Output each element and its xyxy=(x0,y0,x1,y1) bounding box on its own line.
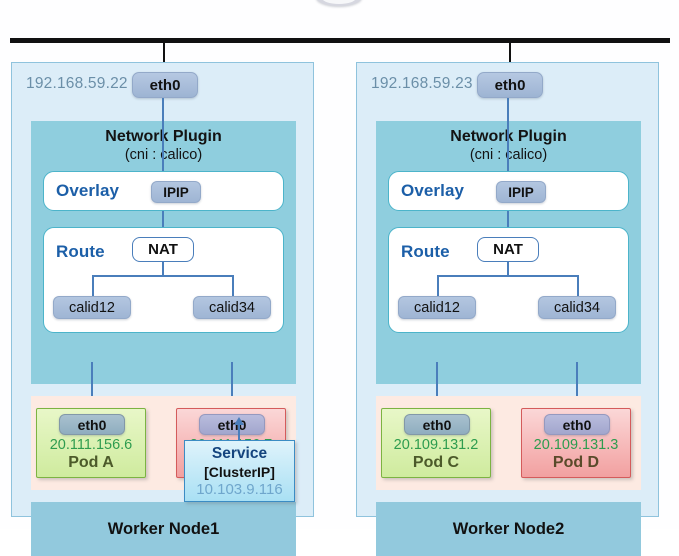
wire-nat-split xyxy=(437,275,579,277)
worker-node-1[interactable]: 192.168.59.22 eth0 Network Plugin (cni :… xyxy=(11,62,314,556)
diagram-canvas: 192.168.59.22 eth0 Network Plugin (cni :… xyxy=(10,0,670,556)
node-eth0-chip[interactable]: eth0 xyxy=(132,72,198,98)
worker-node-footer: Worker Node1 xyxy=(31,502,296,556)
service-ip: 10.103.9.116 xyxy=(196,481,283,498)
pod-ip: 20.109.131.2 xyxy=(393,437,479,453)
uplink-line-node1 xyxy=(163,42,165,72)
nat-chip[interactable]: NAT xyxy=(477,237,539,262)
wire-to-calid34 xyxy=(232,275,234,296)
wire-nat-stem xyxy=(162,262,164,276)
pod-eth0-chip[interactable]: eth0 xyxy=(199,414,265,435)
node-host-ip: 192.168.59.23 xyxy=(371,75,473,92)
route-box[interactable]: Route NAT calid12 calid34 xyxy=(43,227,284,333)
node-eth0-chip[interactable]: eth0 xyxy=(477,72,543,98)
wire-nat-stem xyxy=(507,262,509,276)
wire-eth0-to-overlay xyxy=(162,98,164,171)
wire-overlay-to-nat xyxy=(507,211,509,232)
network-backbone-bus xyxy=(10,38,670,43)
uplink-line-node2 xyxy=(509,42,511,72)
pod-c[interactable]: eth0 20.109.131.2 Pod C xyxy=(381,408,491,478)
route-box[interactable]: Route NAT calid12 calid34 xyxy=(388,227,629,333)
pod-ip: 20.111.156.6 xyxy=(49,437,133,453)
service-title: Service xyxy=(211,445,268,462)
service-type: [ClusterIP] xyxy=(204,464,275,480)
wire-to-calid12 xyxy=(437,275,439,296)
pod-ip: 20.109.131.3 xyxy=(533,437,619,453)
calid12-chip[interactable]: calid12 xyxy=(398,296,476,319)
route-label: Route xyxy=(401,242,450,261)
calid12-chip[interactable]: calid12 xyxy=(53,296,131,319)
pod-eth0-chip[interactable]: eth0 xyxy=(59,414,125,435)
wire-eth0-to-overlay xyxy=(507,98,509,171)
route-label: Route xyxy=(56,242,105,261)
wire-calid12-to-podc xyxy=(436,362,438,409)
service-clusterip-box[interactable]: Service [ClusterIP] 10.103.9.116 xyxy=(184,440,295,502)
calid34-chip[interactable]: calid34 xyxy=(538,296,616,319)
wire-to-calid34 xyxy=(577,275,579,296)
nat-chip[interactable]: NAT xyxy=(132,237,194,262)
overlay-label: Overlay xyxy=(401,181,465,200)
overlay-box[interactable]: Overlay IPIP xyxy=(388,171,629,211)
wire-overlay-to-nat xyxy=(162,211,164,232)
worker-node-2[interactable]: 192.168.59.23 eth0 Network Plugin (cni :… xyxy=(356,62,659,556)
overlay-label: Overlay xyxy=(56,181,120,200)
pod-a[interactable]: eth0 20.111.156.6 Pod A xyxy=(36,408,146,478)
network-plugin-band: Network Plugin (cni : calico) Overlay IP… xyxy=(376,98,641,384)
wire-calid34-to-podd xyxy=(576,362,578,409)
pod-name: Pod D xyxy=(552,454,600,471)
wire-to-calid12 xyxy=(92,275,94,296)
service-arrow-to-podb xyxy=(234,417,244,446)
wire-calid34-to-podb xyxy=(231,362,233,409)
wire-calid12-to-poda xyxy=(91,362,93,409)
network-plugin-band: Network Plugin (cni : calico) Overlay IP… xyxy=(31,98,296,384)
overlay-box[interactable]: Overlay IPIP xyxy=(43,171,284,211)
pod-name: Pod C xyxy=(412,454,460,471)
ipip-chip[interactable]: IPIP xyxy=(496,181,546,203)
pod-eth0-chip[interactable]: eth0 xyxy=(404,414,470,435)
pod-band: eth0 20.109.131.2 Pod C eth0 20.109.131.… xyxy=(376,396,641,490)
node-host-ip: 192.168.59.22 xyxy=(26,75,128,92)
worker-node-footer: Worker Node2 xyxy=(376,502,641,556)
calid34-chip[interactable]: calid34 xyxy=(193,296,271,319)
ipip-chip[interactable]: IPIP xyxy=(151,181,201,203)
pod-eth0-chip[interactable]: eth0 xyxy=(544,414,610,435)
wire-nat-split xyxy=(92,275,234,277)
cloud-icon xyxy=(316,0,362,6)
pod-name: Pod A xyxy=(68,454,114,471)
pod-d[interactable]: eth0 20.109.131.3 Pod D xyxy=(521,408,631,478)
